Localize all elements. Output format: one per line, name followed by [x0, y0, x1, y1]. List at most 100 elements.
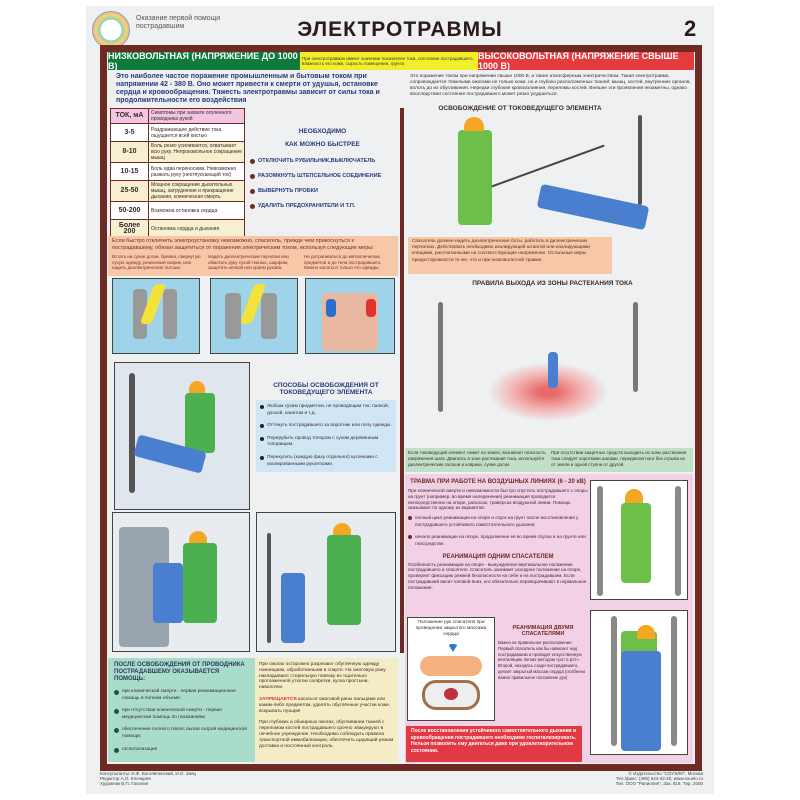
- protection-item: Не дотрагиваться до металлических предме…: [304, 254, 382, 271]
- zone-title: ПРАВИЛА ВЫХОДА ИЗ ЗОНЫ РАСТЕКАНИЯ ТОКА: [472, 280, 633, 287]
- urgent-title: НЕОБХОДИМО: [298, 128, 347, 135]
- air-title: ТРАВМА ПРИ РАБОТЕ НА ВОЗДУШНЫХ ЛИНИЯХ (6…: [410, 479, 586, 485]
- burns-text: касаться ожоговой раны пальцами или каки…: [259, 696, 390, 714]
- urgent-item: РАЗОМКНУТЬ ШТЕПСЕЛЬНОЕ СОЕДИНЕНИЕ: [258, 173, 382, 179]
- illustration-axe-cut: [256, 512, 396, 652]
- table-cell: Более 200: [110, 219, 149, 238]
- illustration-two-rescuers: [590, 610, 688, 755]
- logo: [92, 11, 130, 49]
- table-cell: 8-10: [110, 141, 149, 163]
- zone-info-box: Если токоведущий элемент лежит на земле,…: [405, 448, 693, 472]
- bullet-icon: [114, 709, 119, 715]
- bullet-icon: [260, 436, 264, 441]
- protection-item: Надеть диэлектрические перчатки или обмо…: [208, 254, 289, 271]
- after-item: госпитализация: [122, 746, 158, 752]
- after-release-box: ПОСЛЕ ОСВОБОЖДЕНИЯ ОТ ПРОВОДНИКА ПОСТРАД…: [108, 658, 255, 762]
- protection-intro: Если быстро отключить электроустановку н…: [112, 238, 374, 251]
- illustration-touch-clothing: [305, 278, 395, 354]
- table-cell: Боль едва переносима. Невозможно разжать…: [148, 162, 245, 181]
- release-text: Спасатель должен надеть диэлектрические …: [408, 237, 612, 274]
- high-voltage-band: ВЫСОКОВОЛЬТНАЯ (НАПРЯЖЕНИЕ СВЫШЕ 1000 В): [478, 51, 694, 71]
- urgent-item: УДАЛИТЬ ПРЕДОХРАНИТЕЛИ И Т.П.: [258, 203, 356, 209]
- bullet-icon: [408, 535, 412, 540]
- credit-line: Консультанты: И.Ф. Богоявленский, И.О. З…: [100, 771, 197, 776]
- methods-section: СПОСОБЫ ОСВОБОЖДЕНИЯ ОТ ТОКОВЕДУЩЕГО ЭЛЕ…: [256, 382, 396, 473]
- table-cell: Раздражающее действие тока ощущается все…: [148, 123, 245, 142]
- note-band: При электротравмах имеют значение показа…: [300, 52, 478, 70]
- high-intro: Это поражение током при напряжении свыше…: [410, 74, 691, 97]
- illustration-pull-victim: [114, 362, 250, 510]
- table-header: Симптомы при захвате оголенного проводни…: [148, 108, 245, 124]
- table-cell: 50-200: [110, 201, 149, 220]
- credits: Консультанты: И.Ф. Богоявленский, И.О. З…: [100, 771, 196, 787]
- table-cell: 10-15: [110, 162, 149, 181]
- after-item: при клинической смерти - первая реанимац…: [122, 689, 236, 701]
- two-rescuers-block: РЕАНИМАЦИЯ ДВУМЯ СПАСАТЕЛЯМИ Важно их пр…: [498, 625, 588, 681]
- zone-right-text: При отсутствии защитных средств выходить…: [551, 450, 687, 467]
- air-text: При клинической смерти и невозможности б…: [408, 488, 588, 511]
- methods-title: СПОСОБЫ ОСВОБОЖДЕНИЯ ОТ ТОКОВЕДУЩЕГО ЭЛЕ…: [273, 382, 379, 396]
- burns-box: При ожогах осторожно разрезают обуглённу…: [255, 658, 398, 762]
- protection-box: Если быстро отключить электроустановку н…: [108, 236, 398, 276]
- burns-text: При глубоких и обширных ожогах, обуглива…: [259, 720, 394, 749]
- publisher-line: Тел./факс: (495) 544-42-20, www.souelo.r…: [616, 776, 703, 782]
- urgent-actions: НЕОБХОДИМО КАК МОЖНО БЫСТРЕЕ ОТКЛЮЧИТЬ Р…: [250, 128, 395, 215]
- bullet-icon: [250, 159, 255, 164]
- after-item: при отсутствии клинической смерти - перв…: [122, 708, 222, 720]
- hands-position-box: Положение рук спасателя при проведении з…: [407, 617, 495, 721]
- one-rescuer-title: РЕАНИМАЦИЯ ОДНИМ СПАСАТЕЛЕМ: [442, 553, 554, 560]
- table-cell: 3-5: [110, 123, 149, 142]
- bullet-icon: [250, 174, 255, 179]
- table-cell: Мощное сокращение дыхательных мышц, затр…: [148, 180, 245, 202]
- method-item: Оттянуть пострадавшего за воротник или п…: [267, 423, 392, 429]
- low-voltage-band: НИЗКОВОЛЬТНАЯ (НАПРЯЖЕНИЕ ДО 1000 В): [108, 51, 300, 71]
- table-header: ТОК, мА: [110, 108, 149, 124]
- bullet-icon: [114, 728, 119, 734]
- page-number: 2: [684, 16, 697, 41]
- illustration-dielectric-boots: [112, 278, 200, 354]
- burns-text: При ожогах осторожно разрезают обуглённу…: [259, 662, 386, 691]
- zone-left-text: Если токоведущий элемент лежит на земле,…: [408, 450, 546, 467]
- illustration-step-voltage-zone: [408, 292, 693, 442]
- protection-item: Встать на сухие доски, бревна, свернутую…: [112, 254, 201, 271]
- credit-line: Редактор А.О. Клочарев: [100, 776, 151, 782]
- illustration-switchboard: [112, 512, 250, 652]
- forbidden-label: ЗАПРЕЩАЕТСЯ: [259, 696, 297, 702]
- publisher-line: © Издательство "СОУЭЛО", Москва: [628, 771, 703, 776]
- credit-line: Художник В.П. Гасилин: [100, 781, 149, 787]
- bullet-icon: [260, 424, 264, 429]
- after-release-title: ПОСЛЕ ОСВОБОЖДЕНИЯ ОТ ПРОВОДНИКА ПОСТРАД…: [114, 662, 245, 682]
- hands-caption: Положение рук спасателя при проведении з…: [415, 620, 487, 637]
- bullet-icon: [114, 747, 119, 753]
- bullet-icon: [260, 405, 264, 409]
- illustration-insulating-rod: [408, 115, 693, 235]
- illustration-dielectric-gloves: [210, 278, 298, 354]
- method-item: Любым сухим предметом, не проводящим ток…: [267, 404, 390, 416]
- release-title: ОСВОБОЖДЕНИЕ ОТ ТОКОВЕДУЩЕГО ЭЛЕМЕНТА: [438, 105, 602, 112]
- poster-subtitle: Оказание первой помощи пострадавшим: [136, 15, 221, 30]
- bullet-icon: [260, 455, 264, 460]
- after-item: обеспечение полного покоя; вызов скорой …: [122, 727, 247, 739]
- bullet-icon: [408, 516, 412, 521]
- table-cell: Боль резко усиливается, охватывает всю р…: [148, 141, 245, 163]
- two-rescuers-title: РЕАНИМАЦИЯ ДВУМЯ СПАСАТЕЛЯМИ: [512, 625, 574, 637]
- methods-list: Любым сухим предметом, не проводящим ток…: [256, 400, 396, 473]
- hospitalization-warning: После восстановления устойчивого самосто…: [406, 726, 582, 762]
- two-rescuers-text: Важно их правильное расположение. Первый…: [498, 640, 586, 680]
- bullet-icon: [250, 204, 255, 209]
- illustration-one-rescuer: [590, 480, 688, 600]
- method-item: Перекусить (каждую фазу отдельно!) кусач…: [267, 454, 378, 467]
- urgent-item: ВЫВЕРНУТЬ ПРОБКИ: [258, 188, 318, 194]
- air-item: полный цикл реанимации на опоре и спуск …: [415, 515, 579, 527]
- urgent-subtitle: КАК МОЖНО БЫСТРЕЕ: [285, 141, 360, 148]
- publisher-line: Тип. ООО "Рапиопия", Зак. 816. Тир. 2000: [615, 781, 703, 787]
- low-intro: Это наиболее частое поражение промышленн…: [116, 73, 380, 104]
- publisher-info: © Издательство "СОУЭЛО", Москва Тел./фак…: [600, 771, 703, 787]
- table-cell: Остановка сердца и дыхания: [148, 219, 245, 238]
- air-text-block: ТРАВМА ПРИ РАБОТЕ НА ВОЗДУШНЫХ ЛИНИЯХ (6…: [408, 479, 588, 591]
- arrow-down-icon: [448, 644, 458, 652]
- bullet-icon: [114, 690, 119, 695]
- one-rescuer-text: Особенность реанимации на опоре - вынужд…: [408, 561, 587, 590]
- column-divider: [400, 108, 404, 653]
